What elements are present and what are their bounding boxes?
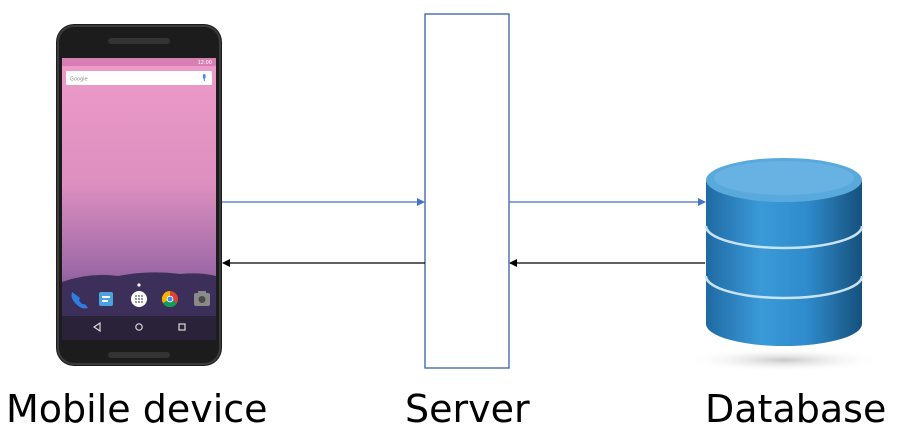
phone-icon[interactable] bbox=[71, 292, 89, 309]
camera-icon[interactable] bbox=[194, 291, 210, 306]
database-band-1 bbox=[704, 225, 864, 250]
home-icon[interactable] bbox=[135, 323, 143, 331]
nav-bar bbox=[62, 316, 216, 340]
phone-bezel-edge bbox=[57, 25, 221, 365]
status-time: 12:00 bbox=[198, 60, 212, 66]
database-cylinder bbox=[684, 158, 884, 372]
chrome-icon[interactable] bbox=[161, 290, 178, 308]
status-bar bbox=[62, 58, 216, 66]
database-label: Database bbox=[705, 387, 887, 431]
mobile-device-label: Mobile device bbox=[6, 387, 268, 431]
server-box bbox=[424, 13, 510, 369]
database-shadow bbox=[684, 348, 884, 372]
back-icon[interactable] bbox=[92, 321, 101, 333]
recents-icon[interactable] bbox=[178, 323, 186, 331]
server-label: Server bbox=[405, 387, 530, 431]
mic-icon[interactable] bbox=[203, 74, 206, 81]
apps-icon[interactable] bbox=[131, 291, 147, 307]
mobile-device: 12:00 Google bbox=[56, 24, 222, 366]
database-body bbox=[706, 180, 862, 346]
phone-top-speaker bbox=[108, 38, 170, 44]
search-bar[interactable] bbox=[66, 71, 212, 85]
database-top-highlight bbox=[714, 161, 854, 195]
database-band-2 bbox=[704, 275, 864, 300]
phone-bottom-speaker bbox=[108, 352, 170, 358]
page-indicator-dot bbox=[137, 283, 141, 287]
messages-icon[interactable] bbox=[99, 292, 113, 306]
search-text: Google bbox=[70, 77, 88, 83]
